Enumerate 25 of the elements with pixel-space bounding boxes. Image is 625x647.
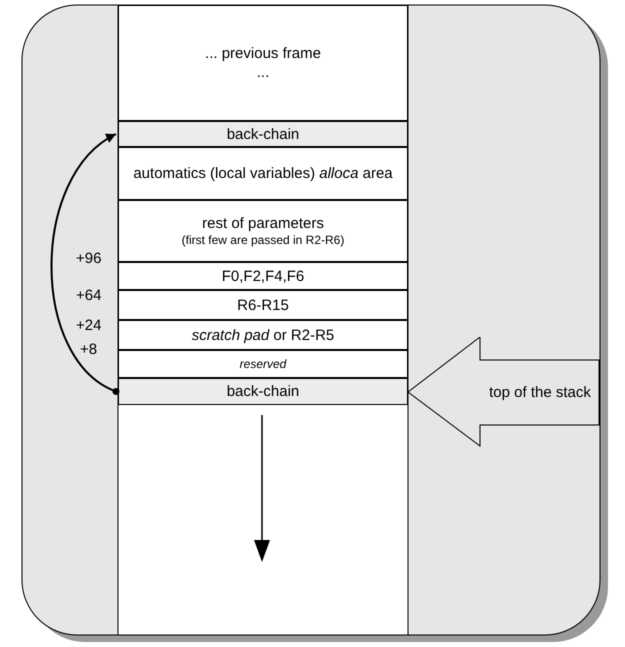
row-text: back-chain xyxy=(226,382,300,401)
stack-frame-row xyxy=(118,147,408,200)
stack-frame-row xyxy=(118,320,408,350)
stack-frame-row xyxy=(118,290,408,320)
offset-label: +24 xyxy=(76,317,102,334)
row-text: rest of parameters xyxy=(202,214,324,233)
offset-label: +8 xyxy=(80,341,98,358)
row-text: top of the stack xyxy=(489,382,591,402)
stack-frame-row xyxy=(118,350,408,378)
stack-frame-row xyxy=(118,262,408,290)
offset-label: +64 xyxy=(76,287,102,304)
row-text: reserved xyxy=(240,356,286,372)
row-text: R6-R15 xyxy=(237,296,289,314)
row-text: scratch pad or R2-R5 xyxy=(192,326,334,344)
stack-frame-row xyxy=(118,200,408,262)
curved-arrow xyxy=(50,133,120,395)
row-note: (first few are passed in R2-R6) xyxy=(182,233,344,248)
row-text: F0,F2,F4,F6 xyxy=(222,266,304,286)
stack-frame-row xyxy=(118,378,408,405)
row-text: back-chain xyxy=(226,124,300,144)
row-text: automatics (local variables) alloca area xyxy=(133,164,393,183)
stack-frame-row xyxy=(118,5,408,121)
offset-label: +96 xyxy=(76,250,102,267)
row-text: ... previous frame ... xyxy=(204,44,322,82)
stack-frame-row xyxy=(118,121,408,147)
